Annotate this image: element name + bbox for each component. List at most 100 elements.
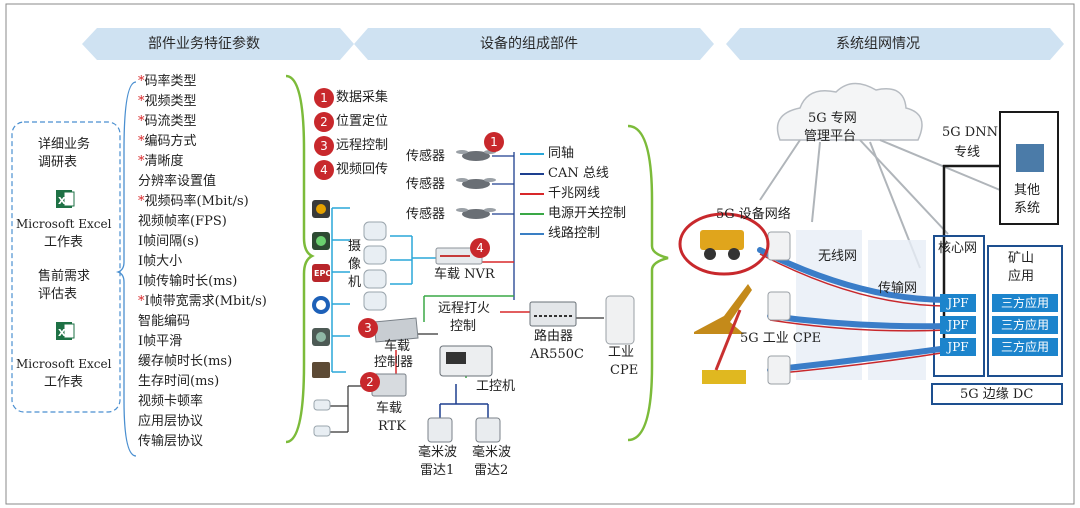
banner-arrow-2	[354, 28, 714, 60]
sensor-badge: 1	[484, 132, 504, 152]
required-star: *	[138, 114, 145, 129]
required-star: *	[138, 154, 145, 169]
parameter-text: 缓存帧时长(ms)	[138, 354, 233, 369]
legend-coax: 同轴	[548, 146, 575, 161]
router-line2: AR550C	[530, 347, 584, 362]
required-star: *	[138, 134, 145, 149]
remote-fire-line2: 控制	[450, 319, 477, 334]
banner-arrow-3	[726, 28, 1064, 60]
wireless-label: 无线网	[818, 249, 858, 264]
parameter-item: I帧传输时长(ms)	[138, 272, 267, 292]
parameter-text: I帧间隔(s)	[138, 234, 199, 249]
parameter-text: I帧大小	[138, 254, 183, 269]
parameter-list: *码率类型*视频类型*码流类型*编码方式*清晰度分辨率设置值*视频码率(Mbit…	[138, 72, 267, 452]
sensor-device-icons: EPC	[312, 200, 331, 378]
rtk-line2: RTK	[378, 419, 406, 434]
legend-line-control: 线路控制	[548, 226, 601, 241]
parameter-text: 码流类型	[144, 114, 197, 129]
function-3-label: 远程控制	[336, 138, 389, 153]
radar-1-device	[427, 417, 453, 443]
sensor-label-1: 传感器	[406, 149, 446, 164]
parameter-text: 智能编码	[138, 314, 191, 329]
parameter-item: 智能编码	[138, 312, 267, 332]
mine-app-line1: 矿山	[1008, 251, 1035, 266]
epc-label: EPC	[314, 269, 331, 278]
parameter-text: 视频卡顿率	[138, 394, 204, 409]
doc1-caption-line2: 工作表	[44, 235, 84, 250]
camera-label-3: 机	[348, 275, 362, 290]
parameter-text: I帧带宽需求(Mbit/s)	[144, 294, 267, 309]
sensor-label-3: 传感器	[406, 207, 446, 222]
excel-icon-1: X	[56, 190, 75, 208]
radar1-line1: 毫米波	[418, 445, 458, 460]
device-wiring	[330, 261, 604, 433]
parameter-text: 分辨率设置值	[138, 174, 217, 189]
parameter-text: 传输层协议	[138, 434, 204, 449]
parameter-text: I帧传输时长(ms)	[138, 274, 238, 289]
svg-text:X: X	[58, 328, 66, 339]
banner-parameters: 部件业务特征参数	[148, 36, 260, 52]
jpf-box-1: JPF	[940, 294, 976, 312]
parameter-item: *码率类型	[138, 72, 267, 92]
dnn-line2: 专线	[954, 145, 981, 160]
required-star: *	[138, 294, 145, 309]
parameter-item: 分辨率设置值	[138, 172, 267, 192]
parameter-item: *编码方式	[138, 132, 267, 152]
excavator-icon	[694, 284, 752, 334]
required-star: *	[138, 74, 145, 89]
core-network-label: 核心网	[938, 241, 978, 256]
parameter-item: I帧间隔(s)	[138, 232, 267, 252]
green-bracket-left	[285, 74, 315, 444]
radar1-line2: 雷达1	[420, 463, 455, 478]
parameter-text: 清晰度	[144, 154, 184, 169]
sensor-drone-icons	[456, 150, 496, 219]
small-camera-2	[313, 425, 331, 437]
parameter-item: *清晰度	[138, 152, 267, 172]
parameter-text: 生存时间(ms)	[138, 374, 220, 389]
doc1-title-line1: 详细业务	[38, 137, 91, 152]
transport-label: 传输网	[878, 281, 918, 296]
edge-dc-label: 5G 边缘 DC	[960, 387, 1034, 402]
function-1-label: 数据采集	[336, 90, 389, 105]
camera-label-2: 像	[348, 257, 362, 272]
parameter-item: 视频帧率(FPS)	[138, 212, 267, 232]
industrial-cpe-label: 5G 工业 CPE	[740, 331, 822, 346]
parameter-text: 视频类型	[144, 94, 197, 109]
cpe-device	[605, 295, 635, 345]
wireless-zone	[796, 230, 862, 380]
camera-connectors	[331, 207, 436, 373]
edge-dc-box	[931, 383, 1063, 405]
device-network-label: 5G 设备网络	[716, 207, 791, 222]
dnn-line1: 5G DNN	[942, 125, 998, 140]
function-1-badge: 1	[314, 88, 334, 108]
legend-gigabit: 千兆网线	[548, 186, 601, 201]
controller-line2: 控制器	[374, 355, 414, 370]
rtk-line1: 车载	[376, 401, 403, 416]
cloud-line1: 5G 专网	[808, 111, 857, 126]
parameter-item: I帧平滑	[138, 332, 267, 352]
function-4-label: 视频回传	[336, 162, 389, 177]
router-device	[529, 301, 577, 327]
legend-lines	[520, 153, 544, 235]
banner-networking: 系统组网情况	[836, 36, 920, 52]
parameter-item: 缓存帧时长(ms)	[138, 352, 267, 372]
parameter-item: *码流类型	[138, 112, 267, 132]
building-icon	[1016, 144, 1044, 172]
controller-device	[373, 317, 419, 343]
radar2-line1: 毫米波	[472, 445, 512, 460]
controller-line1: 车载	[384, 339, 411, 354]
ipc-label: 工控机	[476, 379, 516, 394]
jpf-box-2: JPF	[940, 316, 976, 334]
parameter-item: *视频码率(Mbit/s)	[138, 192, 267, 212]
camera-label-1: 摄	[348, 239, 362, 254]
cloud-shape	[776, 82, 923, 141]
doc2-title-line2: 评估表	[38, 287, 78, 302]
jpf-box-3: JPF	[940, 338, 976, 356]
remote-fire-line1: 远程打火	[438, 301, 491, 316]
third-party-app-2: 三方应用	[992, 316, 1058, 334]
green-bracket-right	[627, 124, 669, 442]
sensor-connectors	[492, 152, 515, 300]
required-star: *	[138, 94, 145, 109]
